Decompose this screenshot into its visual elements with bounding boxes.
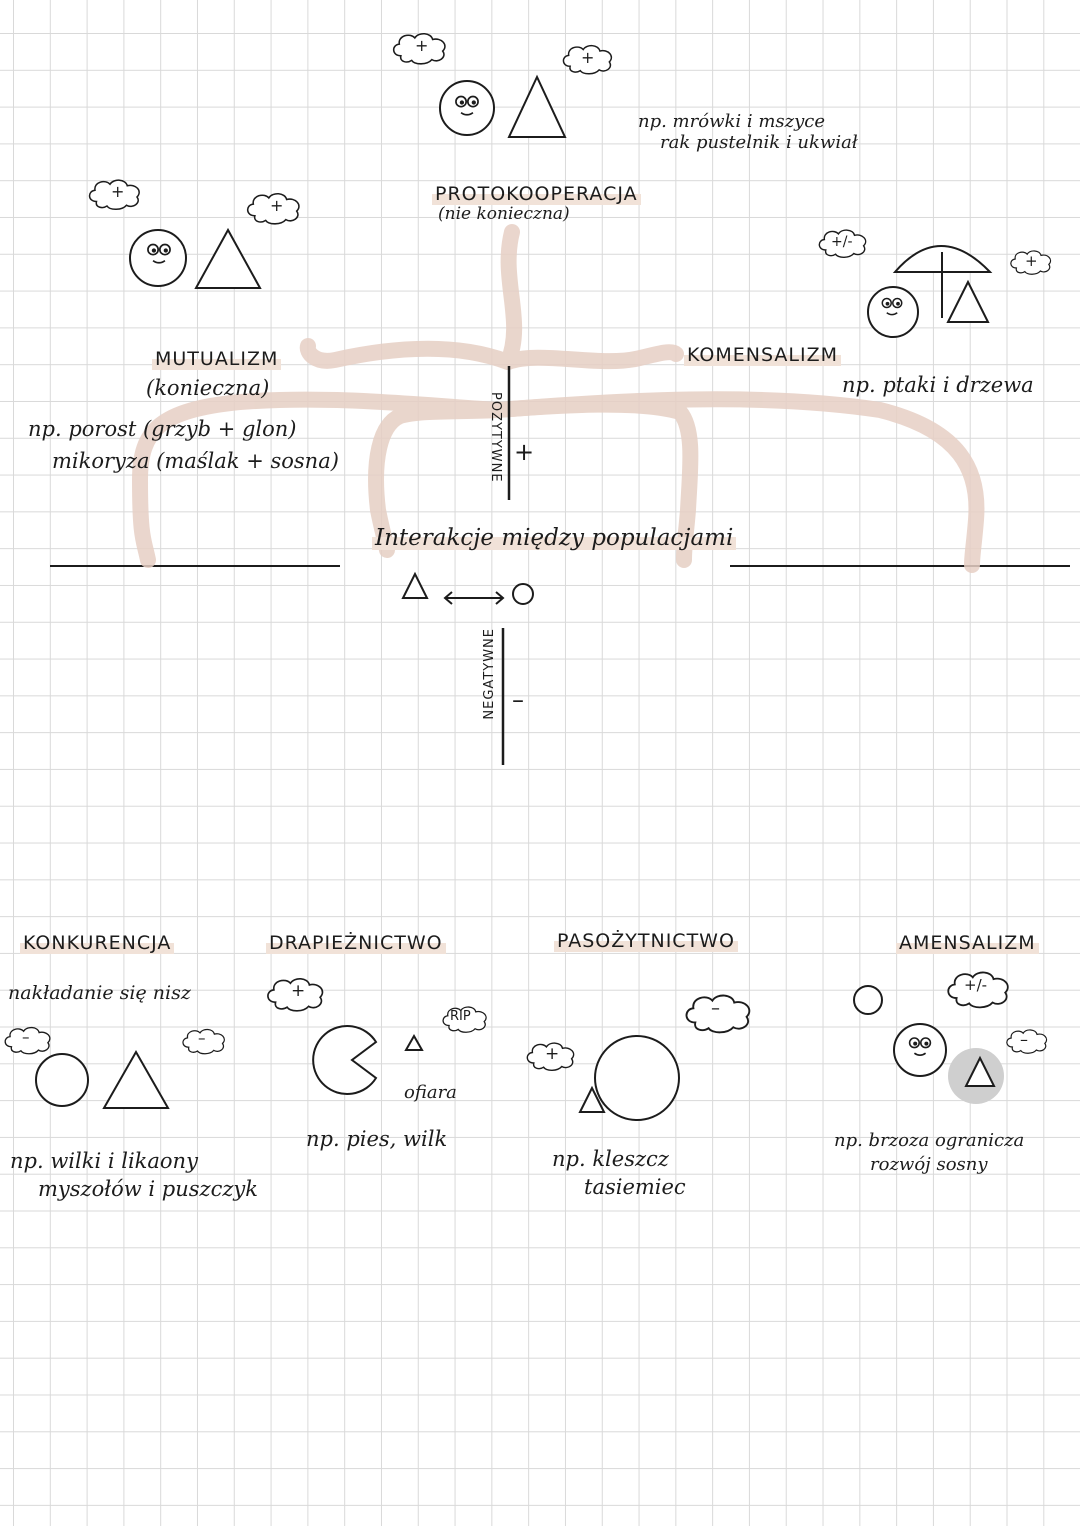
protokooperacja-example-2: rak pustelnik i ukwiał xyxy=(660,132,858,153)
pasozytnictwo-creatures xyxy=(526,994,751,1121)
pasozytnictwo-parasite-bubble: + xyxy=(545,1044,560,1064)
amensalizm-triangle-bubble: – xyxy=(1020,1030,1028,1049)
konkurencja-circle-bubble: – xyxy=(22,1028,30,1046)
pasozytnictwo-host-bubble: – xyxy=(711,998,720,1019)
mutualizm-creatures xyxy=(88,179,300,289)
konkurencja-triangle-bubble: – xyxy=(198,1029,206,1047)
konkurencja-creatures xyxy=(4,1026,226,1109)
konkurencja-example-1: np. wilki i likaony xyxy=(10,1149,198,1173)
konkurencja-description: nakładanie się nisz xyxy=(8,982,191,1004)
komensalizm-triangle-bubble: + xyxy=(1025,252,1038,270)
pasozytnictwo-title: PASOŻYTNICTWO xyxy=(554,931,738,952)
konkurencja-title: KONKURENCJA xyxy=(20,933,175,954)
positive-sign: + xyxy=(514,438,535,466)
protokooperacja-example-1: np. mrówki i mszyce xyxy=(638,111,826,132)
mutualizm-circle-bubble: + xyxy=(111,182,125,201)
protokooperacja-subtitle: (nie konieczna) xyxy=(438,204,570,224)
protokooperacja-circle-bubble: + xyxy=(415,36,429,55)
amensalizm-circle-bubble: +/- xyxy=(964,976,988,994)
amensalizm-example-2: rozwój sosny xyxy=(870,1154,988,1175)
negative-sign: – xyxy=(512,686,524,714)
drapieznictwo-creatures xyxy=(266,977,487,1095)
mutualizm-example-1: np. porost (grzyb + glon) xyxy=(28,417,297,441)
komensalizm-creatures xyxy=(818,229,1052,338)
positive-label: POZYTYWNE xyxy=(488,392,503,483)
pasozytnictwo-example-2: tasiemiec xyxy=(584,1175,686,1199)
amensalizm-example-1: np. brzoza ogranicza xyxy=(834,1130,1025,1151)
axis-lines xyxy=(501,366,511,765)
protokooperacja-triangle-bubble: + xyxy=(581,48,595,67)
mutualizm-triangle-bubble: + xyxy=(270,196,284,215)
amensalizm-title: AMENSALIZM xyxy=(896,933,1039,954)
komensalizm-title: KOMENSALIZM xyxy=(684,345,841,366)
amensalizm-creatures xyxy=(853,971,1048,1104)
center-title: Interakcje między populacjami xyxy=(372,526,737,550)
negative-label: NEGATYWNE xyxy=(482,628,497,720)
drapieznictwo-example: np. pies, wilk xyxy=(306,1127,448,1151)
center-creatures xyxy=(401,571,534,605)
drapieznictwo-prey-bubble: RIP xyxy=(450,1009,471,1024)
konkurencja-example-2: myszołów i puszczyk xyxy=(38,1177,258,1201)
komensalizm-circle-bubble: +/- xyxy=(831,234,853,250)
mutualizm-subtitle: (konieczna) xyxy=(146,376,270,400)
drapieznictwo-predator-bubble: + xyxy=(291,981,306,1001)
pasozytnictwo-example-1: np. kleszcz xyxy=(552,1147,669,1171)
mutualizm-title: MUTUALIZM xyxy=(152,349,282,370)
mutualizm-example-2: mikoryza (maślak + sosna) xyxy=(52,449,339,473)
protokooperacja-creatures xyxy=(392,32,613,138)
drapieznictwo-prey-label: ofiara xyxy=(404,1082,457,1103)
komensalizm-example: np. ptaki i drzewa xyxy=(842,373,1034,397)
positive-branches xyxy=(299,224,684,370)
drapieznictwo-title: DRAPIEŻNICTWO xyxy=(266,933,446,954)
protokooperacja-title: PROTOKOOPERACJA xyxy=(432,184,641,205)
